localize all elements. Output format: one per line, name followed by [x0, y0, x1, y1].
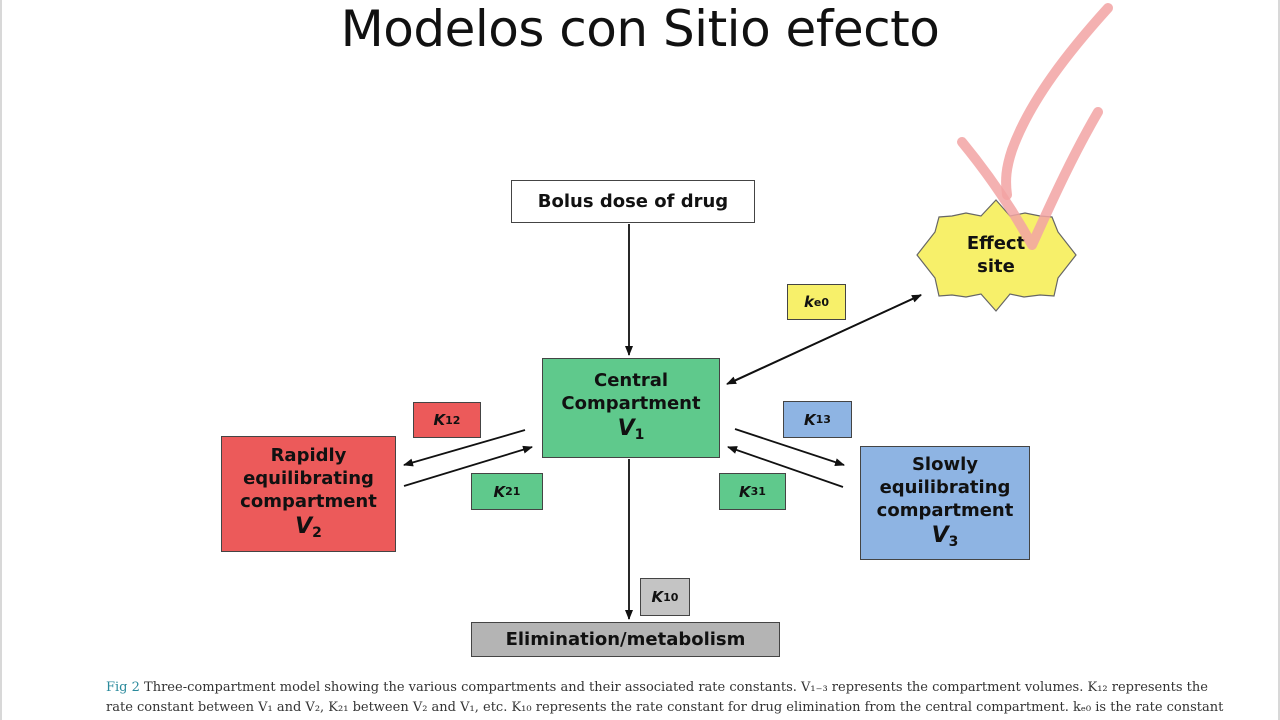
central-line1: Central — [593, 370, 669, 391]
central-line2: Compartment — [561, 393, 701, 414]
bolus-dose-label: Bolus dose of drug — [537, 191, 729, 212]
rapid-compartment-box: Rapidly equilibrating compartment V2 — [221, 436, 396, 552]
arrow-central-to-rapid — [403, 429, 526, 467]
rapid-line1: Rapidly — [270, 444, 347, 466]
effect-site-label: Effect site — [946, 232, 1046, 278]
slide-title: Modelos con Sitio efecto — [340, 0, 940, 58]
effect-site-line1: Effect — [966, 233, 1026, 254]
bolus-dose-box: Bolus dose of drug — [511, 180, 755, 223]
caption-line-2: rate constant between V₁ and V₂, K₂₁ bet… — [106, 700, 1224, 715]
annotation-checkmark-stroke — [957, 107, 1103, 250]
rapid-volume-label: V2 — [295, 513, 322, 541]
slow-line2: equilibrating — [879, 476, 1011, 498]
caption-line-1: Fig 2 Three-compartment model showing th… — [106, 680, 1208, 695]
central-compartment-box: Central Compartment V1 — [542, 358, 720, 458]
arrow-rapid-to-central — [403, 445, 533, 487]
elimination-box: Elimination/metabolism — [471, 622, 780, 657]
arrow-effect-to-central — [726, 294, 922, 385]
arrow-slow-to-central — [727, 446, 844, 488]
slide-border-left — [0, 0, 2, 720]
slow-line1: Slowly — [911, 453, 979, 475]
slow-compartment-box: Slowly equilibrating compartment V3 — [860, 446, 1030, 560]
annotation-checkmark-stroke — [1001, 3, 1113, 200]
arrow-central-to-slow — [734, 428, 845, 466]
rapid-line2: equilibrating — [243, 467, 374, 489]
figure-number: Fig 2 — [106, 680, 140, 695]
elimination-label: Elimination/metabolism — [505, 629, 746, 650]
slide-border-right — [1278, 0, 1280, 720]
effect-site-line2: site — [977, 256, 1015, 277]
central-volume-label: V1 — [617, 416, 645, 443]
slow-line3: compartment — [876, 499, 1014, 521]
figure-caption: Fig 2 Three-compartment model showing th… — [106, 678, 1224, 718]
rapid-line3: compartment — [240, 490, 377, 512]
slow-volume-label: V3 — [931, 522, 959, 550]
